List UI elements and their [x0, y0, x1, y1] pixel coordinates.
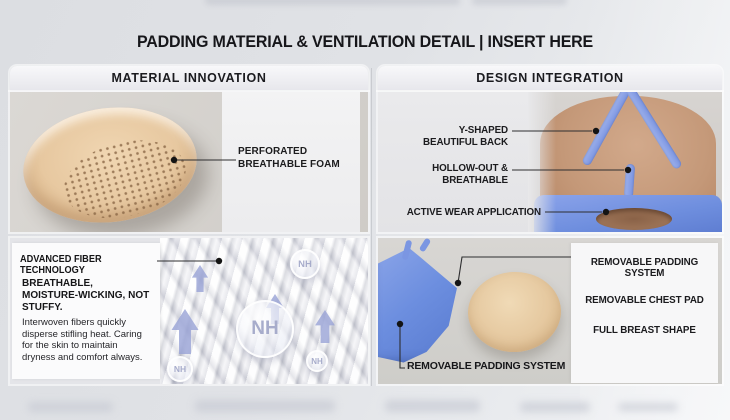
nh-bubble-small: NH: [290, 249, 320, 279]
removable-padding-section: REMOVABLE PADDING SYSTEM REMOVABLE CHEST…: [378, 238, 722, 384]
bra-under-band: [534, 195, 722, 232]
cropped-previous-section: [205, 0, 460, 5]
foam-label-card: [222, 92, 360, 232]
cropped-next-section: [520, 402, 590, 412]
y-shaped-back-label: Y-SHAPED BEAUTIFUL BACK: [423, 125, 508, 148]
bra-front-photo: [378, 248, 457, 363]
full-breast-shape-label: FULL BREAST SHAPE: [593, 325, 696, 336]
cropped-next-section: [195, 400, 335, 412]
nh-bubble-large: NH: [236, 300, 294, 358]
removable-chest-pad-label: REMOVABLE CHEST PAD: [585, 295, 704, 306]
nh-bubble-small: NH: [306, 350, 328, 372]
padding-label-card: REMOVABLE PADDING SYSTEM REMOVABLE CHEST…: [571, 243, 718, 383]
callout-dot: [454, 279, 462, 287]
perforated-foam-pad-photo: [16, 97, 204, 232]
left-panel-header: MATERIAL INNOVATION: [10, 66, 368, 90]
bra-strap: [418, 238, 432, 253]
removable-padding-system-bottom-label: REMOVABLE PADDING SYSTEM: [407, 360, 566, 372]
fiber-text-card: [12, 243, 160, 379]
sports-bra-back-photo: [528, 92, 722, 232]
cropped-next-section: [385, 400, 480, 412]
fiber-body-text: Interwoven fibers quickly disperse stifl…: [22, 317, 143, 363]
material-innovation-foam-section: PERFORATED BREATHABLE FOAM: [10, 92, 368, 232]
fiber-heading: ADVANCED FIBER TECHNOLOGY: [20, 254, 102, 276]
design-integration-back-section: Y-SHAPED BEAUTIFUL BACK HOLLOW-OUT & BRE…: [378, 92, 722, 232]
cropped-previous-section: [472, 0, 567, 5]
hollow-out-cutout: [596, 208, 672, 230]
photo-edge-fade: [528, 92, 556, 232]
cropped-next-section: [618, 403, 678, 411]
foam-label: PERFORATED BREATHABLE FOAM: [238, 146, 340, 170]
foam-perforation-dots: [55, 128, 194, 231]
fiber-technology-section: NH NH NH NH ADVANCED FIBER TECHNOLOGY BR…: [10, 238, 368, 384]
nh-bubble-small: NH: [167, 356, 193, 382]
removable-padding-system-label: REMOVABLE PADDING SYSTEM: [590, 257, 699, 279]
page-title: PADDING MATERIAL & VENTILATION DETAIL | …: [136, 33, 594, 51]
removable-chest-pad-photo: [465, 269, 564, 355]
right-panel-header: DESIGN INTEGRATION: [378, 66, 722, 90]
panel-divider: [371, 68, 372, 386]
active-wear-label: ACTIVE WEAR APPLICATION: [406, 207, 541, 218]
cropped-next-section: [28, 402, 113, 412]
hollow-out-label: HOLLOW-OUT & BREATHABLE: [432, 163, 508, 186]
fiber-subheading: BREATHABLE, MOISTURE-WICKING, NOT STUFFY…: [22, 278, 150, 313]
